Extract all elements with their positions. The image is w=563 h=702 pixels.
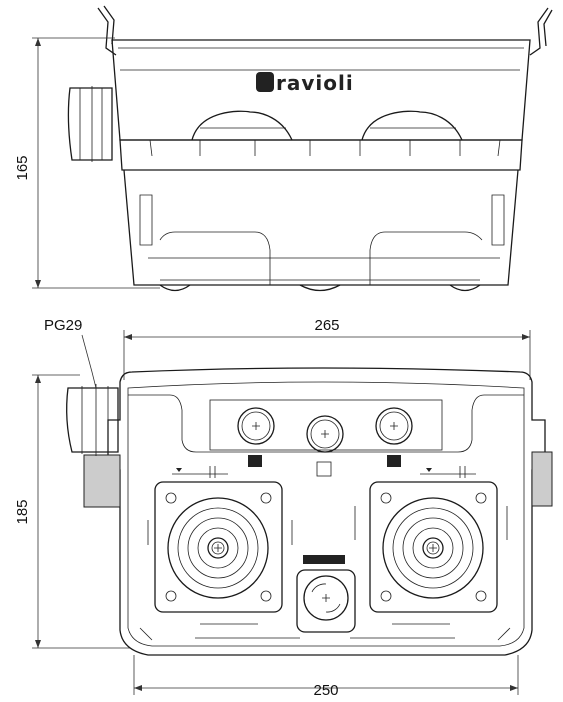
cable-gland-icon bbox=[66, 384, 119, 456]
joystick-icon-right bbox=[369, 481, 498, 613]
push-button-center bbox=[306, 415, 344, 477]
dim-label-165: 165 bbox=[14, 155, 31, 180]
dim-height-front: 185 bbox=[14, 374, 130, 649]
dim-label-185: 185 bbox=[14, 499, 31, 524]
cable-gland-side bbox=[67, 86, 113, 162]
left-latch bbox=[97, 5, 117, 56]
brand-text: ravioli bbox=[276, 71, 354, 95]
dim-height-side: 165 bbox=[14, 37, 160, 289]
dim-width-bottom: 250 bbox=[133, 655, 519, 699]
side-view: ravioli bbox=[67, 5, 553, 292]
dim-width-top: 265 bbox=[123, 317, 531, 380]
left-side-strip bbox=[83, 454, 121, 508]
gland-label: PG29 bbox=[44, 317, 82, 334]
dim-label-265: 265 bbox=[314, 317, 339, 334]
dim-label-250: 250 bbox=[313, 682, 338, 699]
rotary-selector-icon bbox=[296, 555, 356, 633]
right-side-strip bbox=[531, 451, 553, 507]
joystick-icon-left bbox=[154, 481, 283, 613]
push-button-right bbox=[375, 407, 413, 467]
front-view bbox=[66, 367, 553, 656]
push-button-left bbox=[237, 407, 275, 467]
gland-callout: PG29 bbox=[44, 317, 97, 389]
brand-logo: ravioli bbox=[256, 71, 354, 95]
right-latch bbox=[529, 7, 553, 56]
